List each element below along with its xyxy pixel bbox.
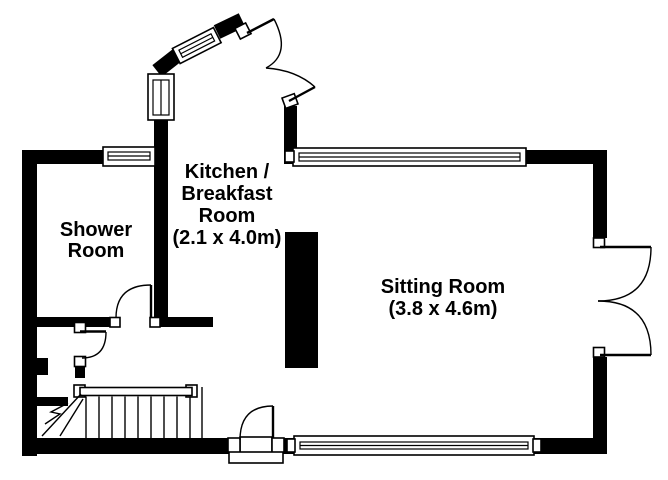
kitchen-label-line-2: Breakfast	[181, 183, 273, 205]
kitchen-label-line-3: Room	[199, 205, 256, 227]
sitting-room-top-window	[284, 147, 527, 167]
room-labels: Shower Room Kitchen / Breakfast Room (2.…	[60, 161, 505, 320]
shower-room-window	[102, 146, 156, 167]
sitting-room-dimensions: (3.8 x 4.6m)	[389, 298, 498, 320]
bay-double-doors	[233, 17, 316, 110]
sitting-room-bottom-window	[286, 435, 542, 456]
french-doors	[592, 237, 652, 358]
entrance-door	[227, 405, 285, 464]
shower-room-label-line-2: Room	[68, 240, 125, 262]
chimney-breast	[285, 232, 318, 368]
bay-diagonal-window	[171, 26, 223, 65]
shower-room-label-line-1: Shower	[60, 219, 132, 241]
bay-side-window	[147, 73, 175, 121]
shower-room-door	[109, 284, 161, 328]
kitchen-label-line-1: Kitchen /	[185, 161, 270, 183]
staircase	[41, 384, 203, 438]
kitchen-dimensions: (2.1 x 4.0m)	[173, 227, 282, 249]
sitting-room-label: Sitting Room	[381, 276, 505, 298]
hall-door	[73, 321, 107, 368]
